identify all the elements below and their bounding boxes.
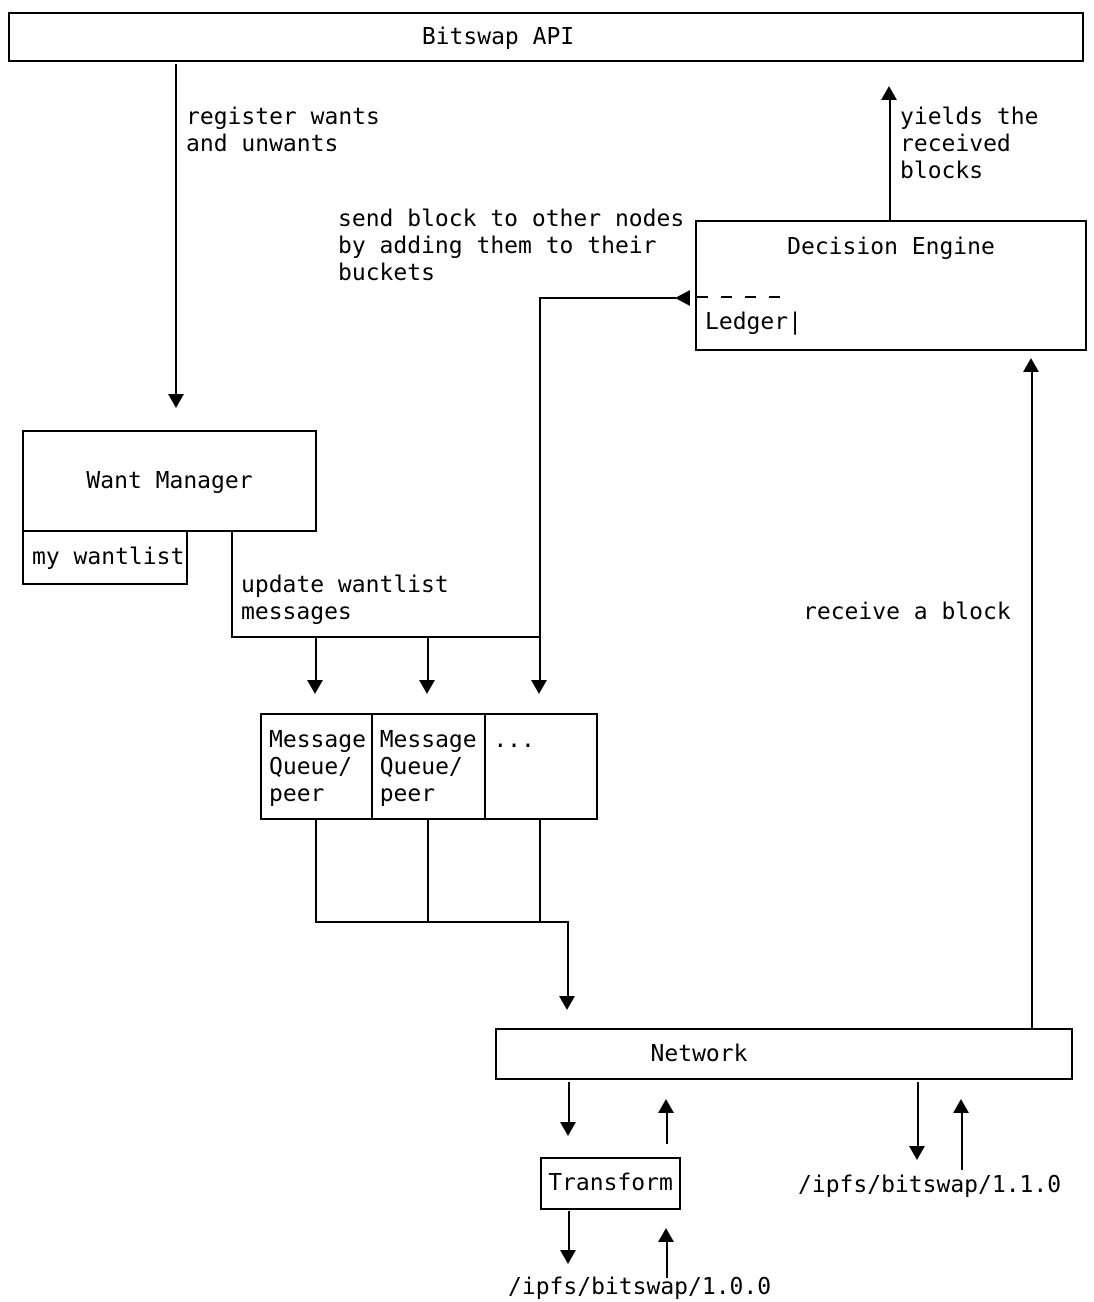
queue-to-network-line xyxy=(539,820,541,923)
decision-engine-box: Decision Engine xyxy=(695,220,1087,351)
message-queue-peer-cell: Message Queue/ peer xyxy=(370,715,485,818)
arrowhead-down-icon xyxy=(560,1122,576,1136)
arrowhead-down-icon xyxy=(909,1146,925,1160)
receive-block-label: receive a block xyxy=(803,599,1011,625)
transform-to-v100-line xyxy=(568,1211,570,1250)
decision-engine-label: Decision Engine xyxy=(787,234,995,260)
protocol-v110-label: /ipfs/bitswap/1.1.0 xyxy=(798,1172,1062,1198)
message-queue-peer-cell: Message Queue/ peer xyxy=(262,715,371,818)
register-wants-label: register wants and unwants xyxy=(186,104,380,157)
update-wantlist-line xyxy=(231,532,233,638)
transform-box: Transform xyxy=(540,1157,681,1210)
network-to-transform-line xyxy=(568,1082,570,1122)
arrowhead-down-icon xyxy=(531,680,547,694)
arrowhead-up-icon xyxy=(1023,358,1039,372)
queue-to-network-line xyxy=(427,820,429,923)
arrowhead-up-icon xyxy=(953,1099,969,1113)
arrowhead-up-icon xyxy=(658,1099,674,1113)
yields-blocks-line xyxy=(889,100,891,220)
protocol-v100-label: /ipfs/bitswap/1.0.0 xyxy=(508,1274,772,1300)
send-block-horizontal-line xyxy=(539,297,676,299)
arrowhead-down-icon xyxy=(307,680,323,694)
queue-drop-line xyxy=(315,636,317,680)
message-queue-more-cell: ... xyxy=(484,715,596,818)
arrowhead-down-icon xyxy=(168,394,184,408)
bitswap-api-box: Bitswap API xyxy=(8,12,1084,62)
arrowhead-down-icon xyxy=(419,680,435,694)
ledger-label: Ledger| xyxy=(705,309,802,335)
queue-to-network-line xyxy=(315,820,317,923)
ledger-divider-dashed-line xyxy=(697,296,789,298)
v100-to-transform-line xyxy=(666,1242,668,1278)
message-queue-2-label: Message Queue/ peer xyxy=(379,727,477,807)
message-queues-box: Message Queue/ peer Message Queue/ peer … xyxy=(260,713,598,820)
update-wantlist-label: update wantlist messages xyxy=(241,572,449,625)
network-box: Network xyxy=(495,1028,1073,1080)
yields-blocks-label: yields the received blocks xyxy=(900,104,1039,184)
message-queue-1-label: Message Queue/ peer xyxy=(269,727,366,807)
message-queue-3-label: ... xyxy=(493,727,535,753)
arrowhead-up-icon xyxy=(881,86,897,100)
transform-to-network-line xyxy=(666,1113,668,1144)
network-label: Network xyxy=(650,1040,748,1067)
arrowhead-down-icon xyxy=(559,996,575,1010)
arrowhead-down-icon xyxy=(560,1250,576,1264)
want-manager-label: Want Manager xyxy=(86,467,253,494)
my-wantlist-label: my wantlist xyxy=(32,544,185,570)
arrowhead-left-icon xyxy=(675,290,690,306)
transform-label: Transform xyxy=(548,1170,673,1196)
gather-line xyxy=(315,921,569,923)
send-block-vertical-line xyxy=(539,297,541,680)
want-manager-box: Want Manager xyxy=(22,430,317,532)
network-to-v110-line xyxy=(917,1082,919,1146)
my-wantlist-box: my wantlist xyxy=(22,532,188,585)
arrowhead-up-icon xyxy=(658,1228,674,1242)
to-network-line xyxy=(567,921,569,996)
queue-drop-line xyxy=(427,636,429,680)
distribution-line xyxy=(231,636,541,638)
bitswap-api-label: Bitswap API xyxy=(421,23,575,50)
send-block-label: send block to other nodes by adding them… xyxy=(338,206,685,286)
receive-block-line xyxy=(1031,372,1033,1028)
register-wants-line xyxy=(175,64,177,394)
v110-to-network-line xyxy=(961,1113,963,1170)
